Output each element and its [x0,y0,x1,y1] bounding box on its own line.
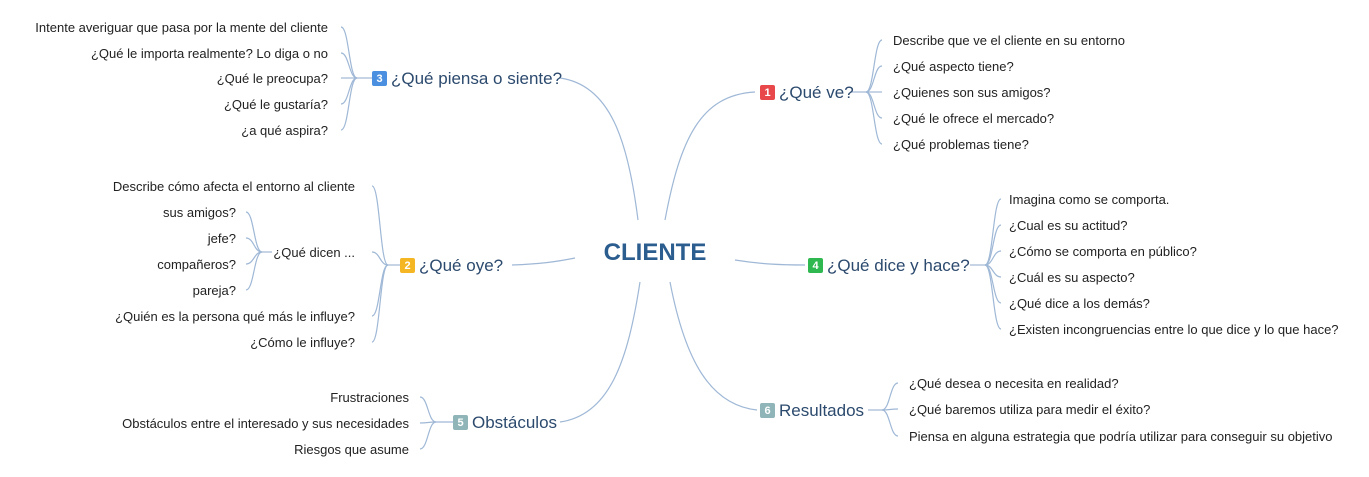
connector-que-piensa [559,77,639,221]
center-label: CLIENTE [604,239,707,266]
branch-label: ¿Qué ve? [779,83,854,102]
que-dicen-sub-item[interactable]: sus amigos? [163,205,236,220]
que-dice-item[interactable]: ¿Qué dice a los demás? [1009,296,1150,311]
que-dice-item[interactable]: ¿Cuál es su aspecto? [1009,270,1135,285]
branch-number: 1 [764,87,770,99]
connector-obstaculos-items [419,396,437,423]
que-ve-item[interactable]: ¿Quienes son sus amigos? [893,85,1051,100]
connector-que-dice-items [984,264,1002,330]
branch-number: 6 [764,405,770,417]
que-oye-item[interactable]: ¿Cómo le influye? [250,335,355,350]
branch-number-badge [760,403,775,418]
connector-que-dice-items [984,250,1002,266]
branch-label: ¿Qué piensa o siente? [391,69,562,88]
branch-number-badge [453,415,468,430]
branches: ¿Qué ve? 1 Describe que ve el cliente en s… [35,20,1338,457]
connector-obstaculos-items [419,421,437,450]
connector-obstaculos [559,281,641,423]
branch-que-dice[interactable]: ¿Qué dice y hace? 4 [808,256,970,275]
que-dicen-sub-item[interactable]: compañeros? [157,257,236,272]
resultados-item[interactable]: ¿Qué desea o necesita en realidad? [909,376,1119,391]
connector-resultados [669,281,758,411]
connectors [245,26,1002,450]
connector-que-ve-items [865,65,883,93]
branch-number-badge [808,258,823,273]
que-piensa-item[interactable]: ¿a qué aspira? [241,123,328,138]
que-piensa-item[interactable]: ¿Qué le gustaría? [224,97,328,112]
que-dicen-sub-item[interactable]: jefe? [207,231,236,246]
connector-que-oye [511,257,576,266]
connector-que-dicen-items [245,251,263,291]
branch-number-badge [760,85,775,100]
que-dicen-sub-item[interactable]: pareja? [193,283,236,298]
connector-que-ve-items [865,91,883,145]
branch-number: 2 [404,260,410,272]
resultados-item[interactable]: Piensa en alguna estrategia que podría u… [909,429,1333,444]
connector-que-ve-items [865,91,883,119]
que-oye-item[interactable]: ¿Quién es la persona qué más le influye? [115,309,355,324]
que-oye-item[interactable]: ¿Qué dicen ... [273,245,355,260]
branch-que-oye[interactable]: ¿Qué oye? 2 [400,256,503,275]
resultados-item[interactable]: ¿Qué baremos utiliza para medir el éxito… [909,402,1150,417]
que-dice-item[interactable]: ¿Cual es su actitud? [1009,218,1128,233]
obstaculos-item[interactable]: Obstáculos entre el interesado y sus nec… [122,416,409,431]
connector-que-dicen-items [245,211,263,253]
connector-que-oye-items [371,264,389,343]
que-dice-item[interactable]: Imagina como se comporta. [1009,192,1169,207]
connector-que-piensa-items [340,77,358,131]
branch-number: 4 [812,260,819,272]
branch-number-badge [400,258,415,273]
que-dice-item[interactable]: ¿Cómo se comporta en público? [1009,244,1197,259]
center-node[interactable]: CLIENTE [604,239,707,266]
branch-label: Resultados [779,401,864,420]
connector-que-piensa-items [340,52,358,79]
connector-que-ve [664,91,756,221]
branch-obstaculos[interactable]: Obstáculos 5 [453,413,557,432]
branch-number: 3 [376,73,382,85]
branch-que-piensa[interactable]: ¿Qué piensa o siente? 3 [372,69,562,88]
branch-label: ¿Qué oye? [419,256,503,275]
que-ve-item[interactable]: ¿Qué aspecto tiene? [893,59,1014,74]
que-dice-item[interactable]: ¿Existen incongruencias entre lo que dic… [1009,322,1339,337]
connector-que-dice-items [984,224,1002,266]
obstaculos-item[interactable]: Riesgos que asume [294,442,409,457]
que-piensa-item[interactable]: Intente averiguar que pasa por la mente … [35,20,328,35]
branch-label: ¿Qué dice y hace? [827,256,970,275]
branch-label: Obstáculos [472,413,557,432]
connector-que-piensa-items [340,77,358,105]
connector-que-oye-items [371,185,389,266]
connector-resultados-items [881,409,899,437]
connector-que-dice [734,259,806,266]
que-ve-item[interactable]: Describe que ve el cliente en su entorno [893,33,1125,48]
branch-number: 5 [457,417,463,429]
que-oye-item[interactable]: Describe cómo afecta el entorno al clien… [113,179,355,194]
connector-que-piensa-items [340,26,358,79]
branch-resultados[interactable]: Resultados 6 [760,401,864,420]
branch-number-badge [372,71,387,86]
que-piensa-item[interactable]: ¿Qué le importa realmente? Lo diga o no [91,46,328,61]
que-piensa-item[interactable]: ¿Qué le preocupa? [217,71,328,86]
que-ve-item[interactable]: ¿Qué le ofrece el mercado? [893,111,1054,126]
branch-que-ve[interactable]: ¿Qué ve? 1 [760,83,854,102]
obstaculos-item[interactable]: Frustraciones [330,390,409,405]
connector-resultados-items [881,382,899,411]
que-ve-item[interactable]: ¿Qué problemas tiene? [893,137,1029,152]
connector-que-ve-items [865,39,883,93]
connector-que-dicen-items [245,237,263,253]
connector-que-dice-items [984,198,1002,266]
connector-que-oye-items [371,251,389,266]
